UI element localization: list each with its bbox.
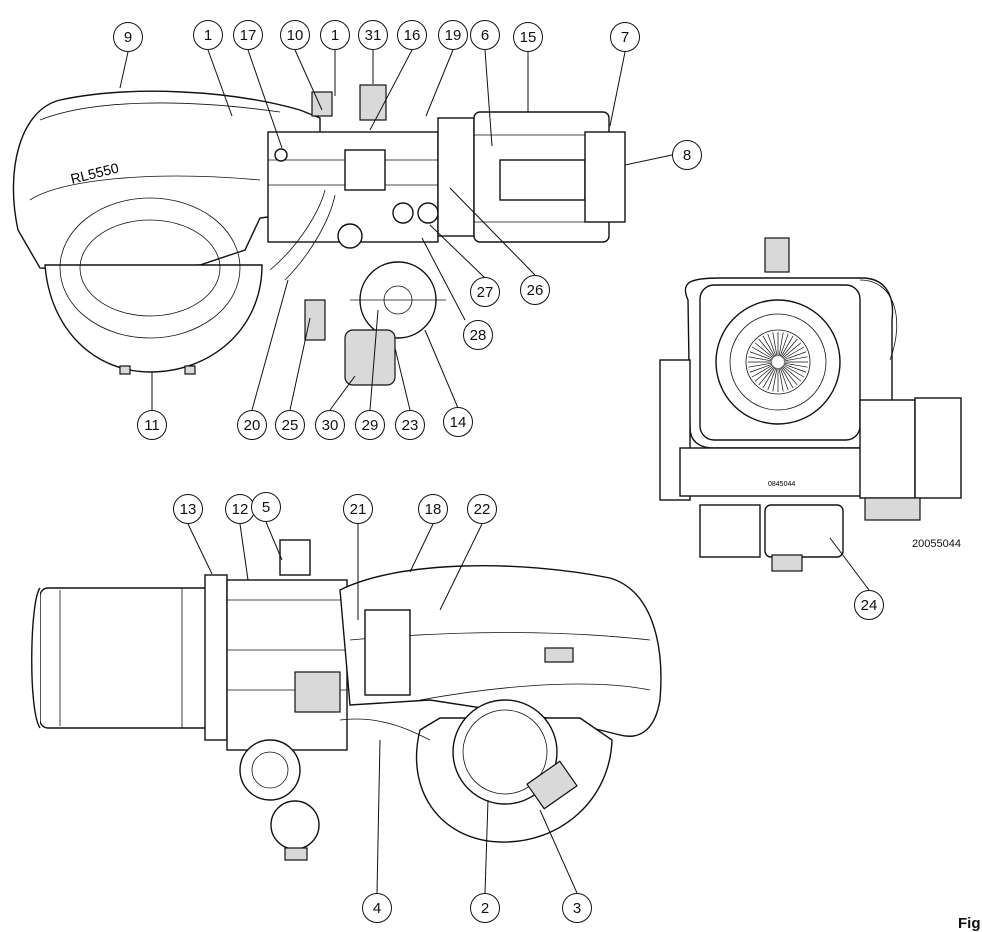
drawing-code: 20055044 bbox=[912, 538, 961, 550]
callout-2: 2 bbox=[470, 893, 500, 923]
fan-spoke bbox=[783, 363, 807, 373]
front-view-burner: 0845044 bbox=[659, 237, 962, 572]
callout-26: 26 bbox=[520, 275, 550, 305]
fan-spoke bbox=[783, 362, 808, 368]
fan-spoke bbox=[779, 333, 789, 357]
callout-8: 8 bbox=[672, 140, 702, 170]
callout-31: 31 bbox=[358, 20, 388, 50]
callout-17: 17 bbox=[233, 20, 263, 50]
callout-22: 22 bbox=[467, 494, 497, 524]
fan-spoke bbox=[781, 366, 798, 386]
fan-spoke bbox=[749, 363, 773, 373]
callout-21: 21 bbox=[343, 494, 373, 524]
callout-7: 7 bbox=[610, 22, 640, 52]
fan-spoke bbox=[758, 366, 775, 386]
fan-spoke bbox=[754, 342, 774, 359]
callout-27: 27 bbox=[470, 277, 500, 307]
callout-12: 12 bbox=[225, 494, 255, 524]
front-plate-code-text: 0845044 bbox=[768, 481, 795, 488]
callout-14: 14 bbox=[443, 407, 473, 437]
fan-spoke bbox=[783, 346, 805, 360]
fan-spoke bbox=[783, 364, 805, 378]
fan-spoke bbox=[780, 367, 794, 389]
callout-3: 3 bbox=[562, 893, 592, 923]
fan-spoke bbox=[748, 362, 773, 368]
callout-11: 11 bbox=[137, 410, 167, 440]
callout-1-upper-left: 1 bbox=[193, 20, 223, 50]
callout-29: 29 bbox=[355, 410, 385, 440]
figure-label: Fig bbox=[958, 915, 981, 932]
callout-1-upper-right: 1 bbox=[320, 20, 350, 50]
callout-18: 18 bbox=[418, 494, 448, 524]
callout-30: 30 bbox=[315, 410, 345, 440]
fan-spoke bbox=[772, 332, 778, 357]
fan-spoke bbox=[758, 338, 775, 358]
fan-spoke bbox=[778, 332, 784, 357]
fan-spoke bbox=[782, 342, 802, 359]
fan-spoke bbox=[767, 367, 777, 391]
callout-6: 6 bbox=[470, 20, 500, 50]
callout-10: 10 bbox=[280, 20, 310, 50]
fan-spoke bbox=[762, 335, 776, 357]
callout-20: 20 bbox=[237, 410, 267, 440]
fan-spoke bbox=[754, 365, 774, 382]
fan-spoke bbox=[783, 351, 807, 361]
fan-spoke bbox=[782, 365, 802, 382]
callout-9: 9 bbox=[113, 22, 143, 52]
fan-spoke bbox=[778, 367, 784, 392]
callout-16: 16 bbox=[397, 20, 427, 50]
fan-spoke bbox=[751, 346, 773, 360]
callout-25: 25 bbox=[275, 410, 305, 440]
fan-spoke bbox=[783, 356, 808, 362]
callout-19: 19 bbox=[438, 20, 468, 50]
fan-spoke bbox=[748, 356, 773, 362]
callout-leader-lines bbox=[119, 49, 870, 894]
callout-5: 5 bbox=[251, 492, 281, 522]
top-view-burner: RL5550 bbox=[12, 84, 626, 386]
side-view-burner bbox=[31, 539, 662, 861]
fan-spoke bbox=[780, 335, 794, 357]
fan-spoke bbox=[767, 333, 777, 357]
fan-spoke bbox=[762, 367, 776, 389]
callout-4: 4 bbox=[362, 893, 392, 923]
callout-13: 13 bbox=[173, 494, 203, 524]
callout-24: 24 bbox=[854, 590, 884, 620]
fan-spoke bbox=[749, 351, 773, 361]
fan-spoke bbox=[751, 364, 773, 378]
callout-15: 15 bbox=[513, 22, 543, 52]
callout-23: 23 bbox=[395, 410, 425, 440]
fan-spoke bbox=[779, 367, 789, 391]
fan-spoke bbox=[781, 338, 798, 358]
callout-28: 28 bbox=[463, 320, 493, 350]
fan-spoke bbox=[772, 367, 778, 392]
